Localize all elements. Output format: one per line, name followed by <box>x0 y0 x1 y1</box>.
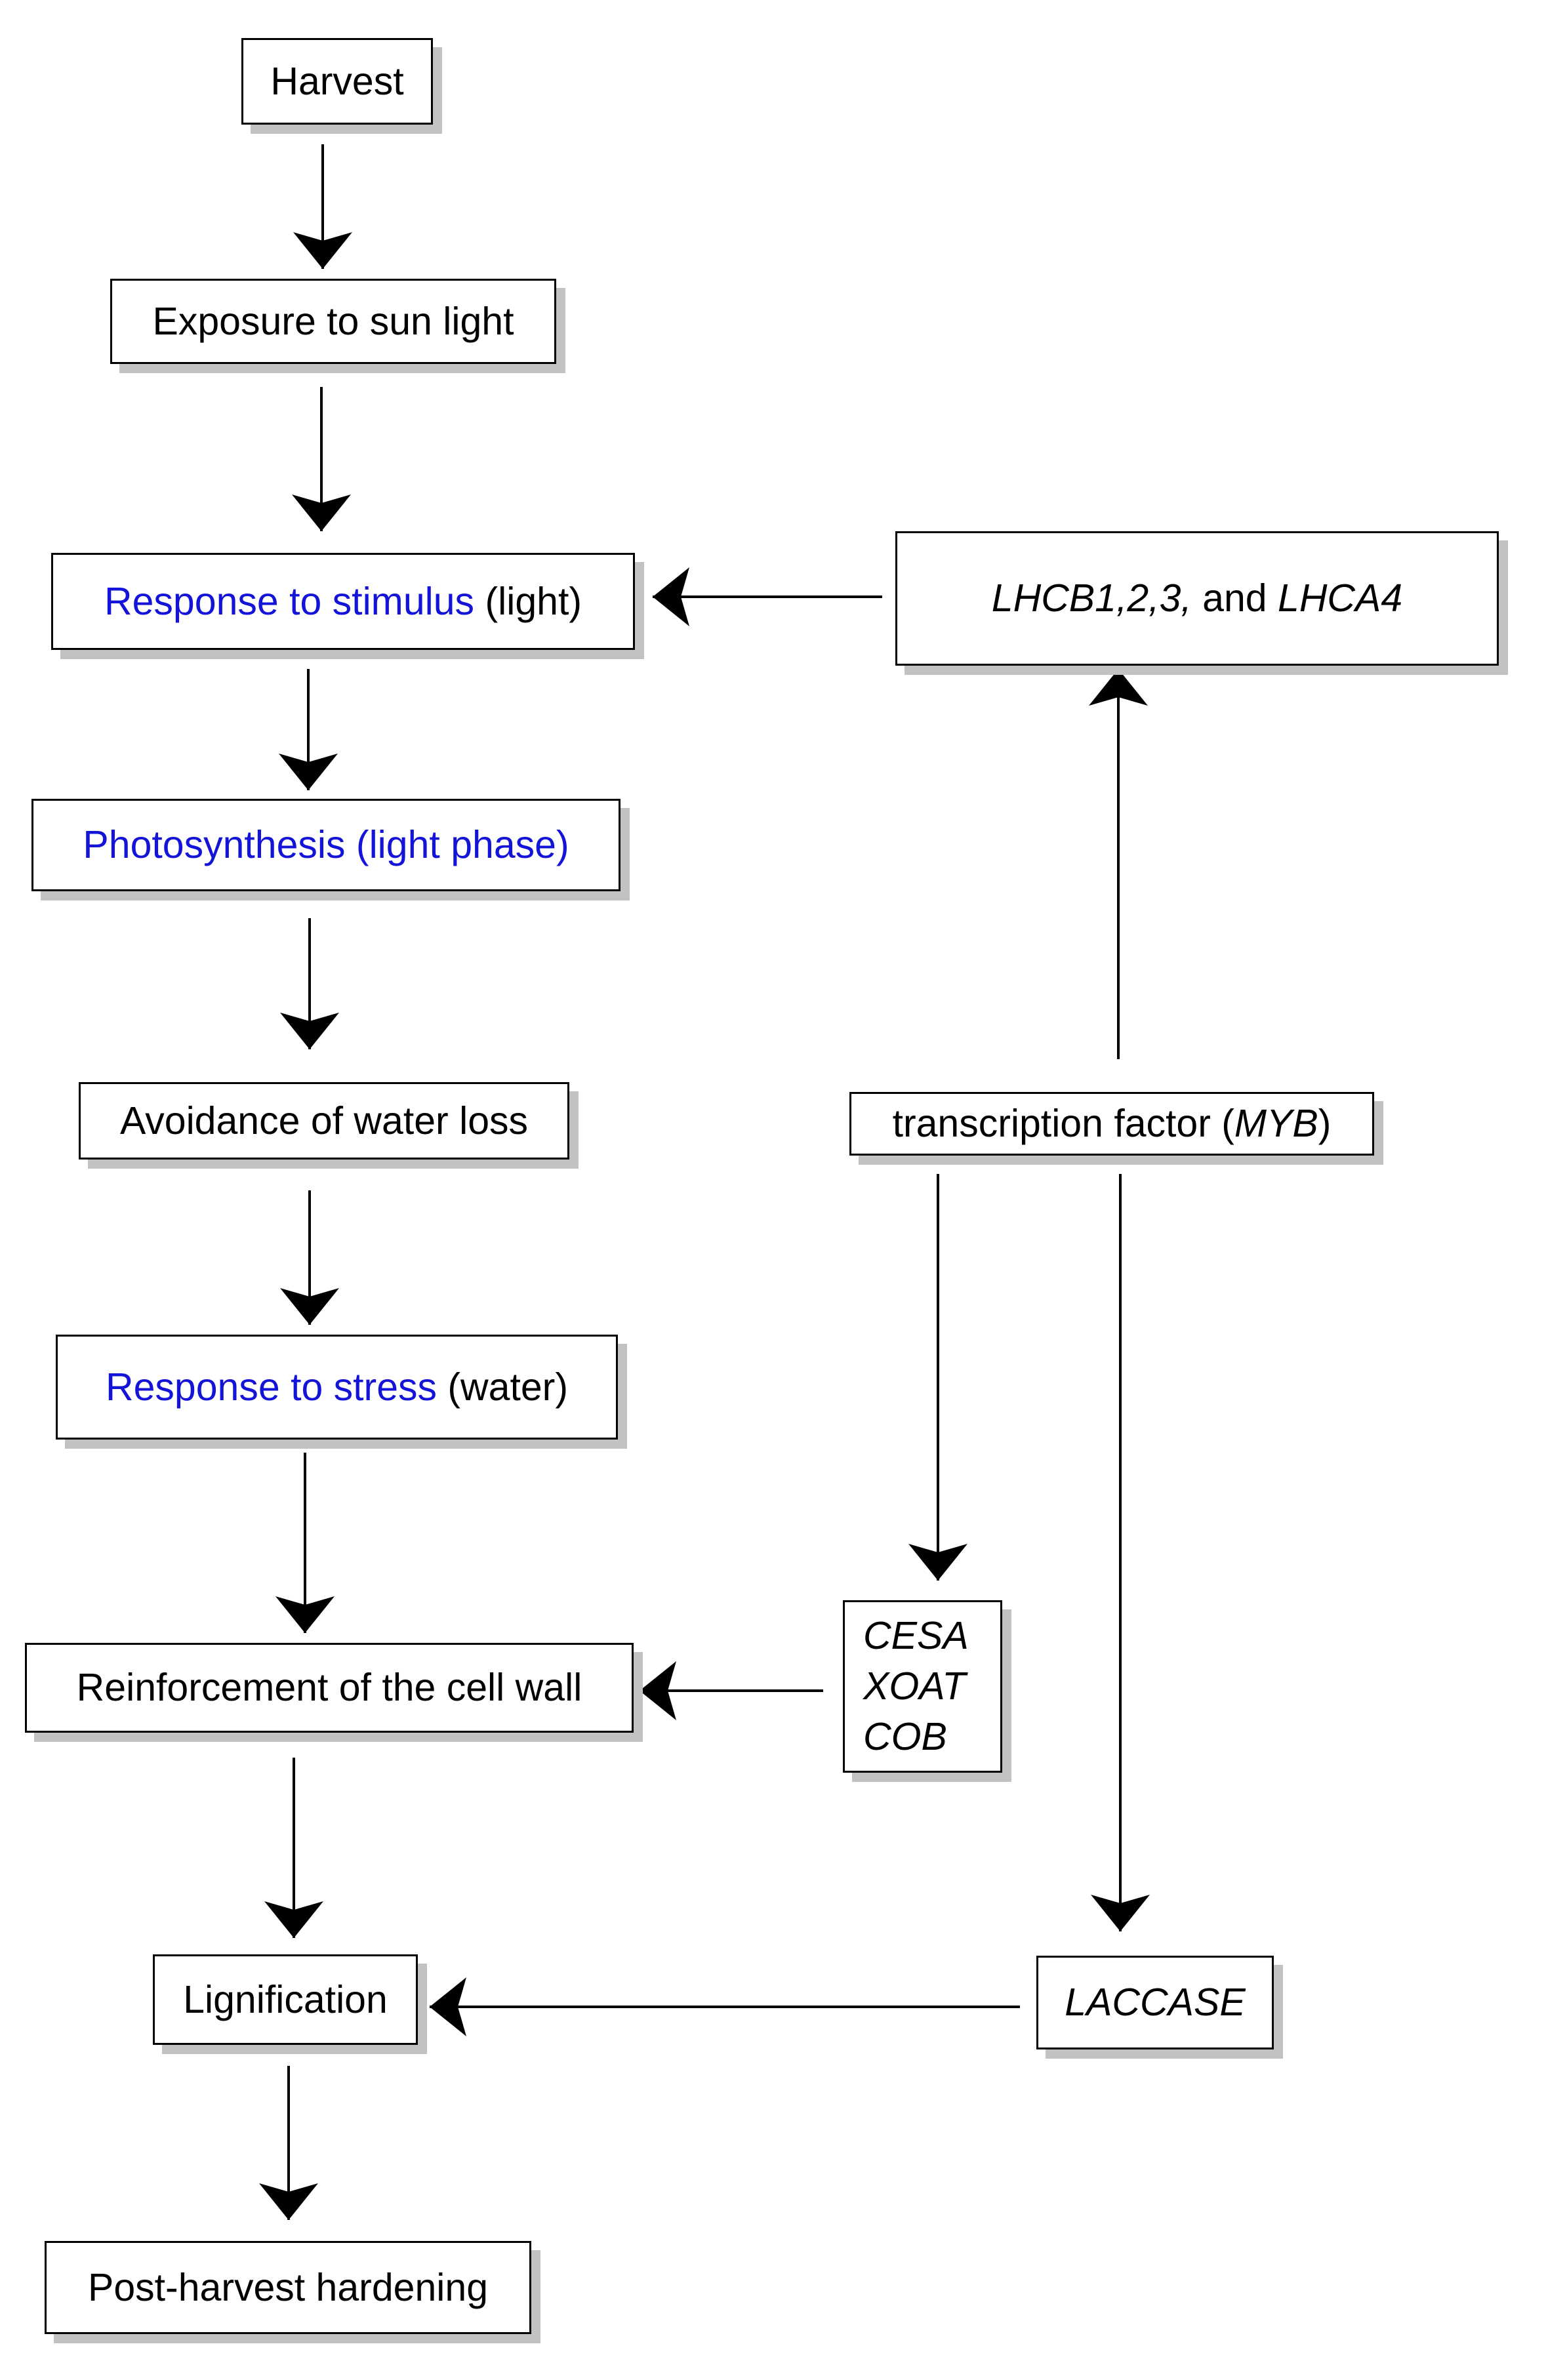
post-harvest-label: Post-harvest hardening <box>87 2265 489 2309</box>
avoidance-label: Avoidance of water loss <box>119 1099 529 1142</box>
exposure-label: Exposure to sun light <box>152 299 514 343</box>
response-stress-box: Response to stress (water) <box>56 1335 618 1440</box>
harvest-box: Harvest <box>241 38 433 125</box>
tf-suffix: ) <box>1318 1102 1332 1146</box>
post-harvest-box: Post-harvest hardening <box>45 2241 531 2334</box>
laccase-label: LACCASE <box>1065 1981 1246 2025</box>
reinforcement-label: Reinforcement of the cell wall <box>76 1666 582 1710</box>
response-stress-qualifier: (water) <box>437 1365 568 1409</box>
lhcb-genes: LHCB1,2,3, <box>991 576 1192 620</box>
lhca4-gene: LHCA4 <box>1278 576 1403 620</box>
lhcb-and: and <box>1191 576 1278 620</box>
xoat-gene: XOAT <box>863 1664 966 1708</box>
response-stress-term: Response to stress <box>106 1365 437 1409</box>
laccase-box: LACCASE <box>1036 1956 1274 2049</box>
response-stress-label: Response to stress (water) <box>106 1364 568 1411</box>
response-stimulus-label: Response to stimulus (light) <box>104 578 582 625</box>
response-stimulus-box: Response to stimulus (light) <box>51 553 635 650</box>
tf-prefix: transcription factor ( <box>892 1102 1234 1146</box>
photosynthesis-label: Photosynthesis (light phase) <box>83 823 569 867</box>
lhcb-label: LHCB1,2,3, and LHCA4 <box>992 575 1402 622</box>
myb-gene: MYB <box>1234 1102 1318 1146</box>
harvest-label: Harvest <box>270 59 404 103</box>
lhcb-box: LHCB1,2,3, and LHCA4 <box>895 531 1499 666</box>
response-stimulus-qualifier: (light) <box>474 579 582 623</box>
cob-gene: COB <box>863 1714 947 1758</box>
avoidance-box: Avoidance of water loss <box>79 1082 569 1160</box>
cesa-group-box: CESA XOAT COB <box>843 1600 1002 1773</box>
transcription-factor-box: transcription factor (MYB) <box>849 1092 1374 1156</box>
transcription-factor-label: transcription factor (MYB) <box>893 1100 1332 1147</box>
lignification-box: Lignification <box>153 1954 418 2045</box>
cesa-gene: CESA <box>863 1614 969 1658</box>
reinforcement-box: Reinforcement of the cell wall <box>25 1643 634 1733</box>
lignification-label: Lignification <box>183 1977 388 2021</box>
exposure-box: Exposure to sun light <box>110 279 556 364</box>
response-stimulus-term: Response to stimulus <box>104 579 475 623</box>
photosynthesis-box: Photosynthesis (light phase) <box>31 799 620 891</box>
